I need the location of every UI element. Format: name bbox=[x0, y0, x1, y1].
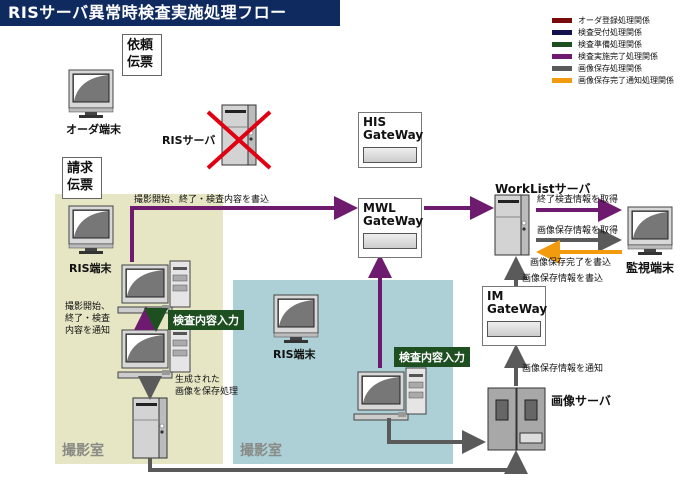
legend-label: オーダ登録処理関係 bbox=[578, 15, 650, 25]
ris-terminal-a-label: RIS端末 bbox=[69, 262, 112, 275]
legend-label: 検査受付処理関係 bbox=[578, 27, 642, 37]
room-a-label: 撮影室 bbox=[62, 443, 104, 459]
save-images-line: 生成された bbox=[175, 375, 221, 385]
claim-slip: 請求 伝票 bbox=[62, 157, 102, 199]
im-gateway: IM GateWay bbox=[482, 286, 548, 346]
gateway-device-icon bbox=[487, 321, 541, 337]
legend-label: 画像保存処理関係 bbox=[578, 63, 642, 73]
ris-terminal-b-icon bbox=[273, 294, 319, 344]
notify-exam-line: 終了・検査 bbox=[65, 314, 111, 324]
legend-label: 検査準備処理関係 bbox=[578, 39, 642, 49]
legend-swatch bbox=[552, 17, 572, 23]
legend-swatch bbox=[552, 77, 572, 83]
legend-swatch bbox=[552, 53, 572, 59]
room-b-label: 撮影室 bbox=[240, 443, 282, 459]
claim-slip-line: 伝票 bbox=[67, 178, 94, 193]
local-storage-tower-icon bbox=[132, 397, 168, 459]
modality-pc-upper-icon bbox=[117, 260, 191, 314]
mwl-gateway-title: MWL bbox=[363, 201, 396, 215]
ris-terminal-b-label: RIS端末 bbox=[273, 348, 316, 361]
legend-swatch bbox=[552, 65, 572, 71]
mwl-gateway-subtitle: GateWay bbox=[363, 214, 424, 228]
save-images-line: 画像を保存処理 bbox=[175, 387, 239, 397]
ris-server-label: RISサーバ bbox=[162, 134, 216, 147]
legend-swatch bbox=[552, 41, 572, 47]
legend-item: 検査準備処理関係 bbox=[552, 38, 674, 50]
failure-cross-icon bbox=[206, 110, 272, 170]
im-gateway-title: IM bbox=[487, 289, 504, 303]
im-gateway-subtitle: GateWay bbox=[487, 302, 548, 316]
notify-exam-line: 撮影開始、 bbox=[65, 302, 111, 312]
gateway-device-icon bbox=[363, 147, 417, 163]
his-gateway: HIS GateWay bbox=[358, 112, 424, 168]
order-terminal-icon bbox=[68, 69, 114, 119]
request-slip-line: 依頼 bbox=[127, 38, 154, 53]
his-gateway-subtitle: GateWay bbox=[363, 128, 424, 142]
monitor-terminal-icon bbox=[627, 206, 673, 256]
get-finished-label: 終了検査情報を取得 bbox=[537, 195, 619, 205]
request-slip: 依頼 伝票 bbox=[122, 34, 162, 76]
write-exam-arrow bbox=[130, 196, 358, 262]
ris-terminal-a-icon bbox=[68, 205, 114, 255]
notify-exam-line: 内容を通知 bbox=[65, 326, 111, 336]
notify-exam-label: 撮影開始、 終了・検査 内容を通知 bbox=[65, 301, 110, 337]
monitor-terminal-label: 監視端末 bbox=[626, 261, 675, 275]
legend-item: 検査実施完了処理関係 bbox=[552, 50, 674, 62]
legend: オーダ登録処理関係 検査受付処理関係 検査準備処理関係 検査実施完了処理関係 画… bbox=[552, 14, 674, 86]
notify-image-info-label: 画像保存情報を通知 bbox=[522, 364, 604, 374]
page-title: RISサーバ異常時検査実施処理フロー bbox=[0, 0, 340, 26]
write-exam-label: 撮影開始、終了・検査内容を書込 bbox=[134, 195, 270, 205]
exam-input-badge-a: 検査内容入力 bbox=[168, 310, 244, 330]
get-image-info-label: 画像保存情報を取得 bbox=[537, 226, 619, 236]
order-terminal-label: オーダ端末 bbox=[66, 123, 121, 136]
legend-item: オーダ登録処理関係 bbox=[552, 14, 674, 26]
claim-slip-line: 請求 bbox=[67, 161, 94, 176]
legend-label: 画像保存完了通知処理関係 bbox=[578, 75, 674, 85]
modality-pc-lower-icon bbox=[117, 325, 191, 379]
mwl-gateway: MWL GateWay bbox=[358, 198, 424, 258]
exam-input-badge-b: 検査内容入力 bbox=[394, 347, 470, 367]
worklist-server-label: WorkListサーバ bbox=[495, 182, 591, 196]
image-server-icon bbox=[487, 387, 546, 451]
modality-b-to-image-server-arrow bbox=[387, 418, 486, 454]
legend-item: 画像保存処理関係 bbox=[552, 62, 674, 74]
modality-pc-b-icon bbox=[353, 367, 427, 421]
legend-swatch bbox=[552, 29, 572, 35]
write-save-complete-label: 画像保存完了を書込 bbox=[530, 258, 612, 268]
save-images-label: 生成された 画像を保存処理 bbox=[175, 374, 238, 398]
his-gateway-title: HIS bbox=[363, 115, 387, 129]
legend-item: 検査受付処理関係 bbox=[552, 26, 674, 38]
write-image-info-label: 画像保存情報を書込 bbox=[522, 274, 604, 284]
ris-server-icon bbox=[221, 104, 257, 166]
request-slip-line: 伝票 bbox=[127, 55, 154, 70]
gateway-device-icon bbox=[363, 233, 417, 249]
legend-item: 画像保存完了通知処理関係 bbox=[552, 74, 674, 86]
local-to-image-server-arrow bbox=[148, 450, 528, 474]
legend-label: 検査実施完了処理関係 bbox=[578, 51, 658, 61]
image-server-label: 画像サーバ bbox=[551, 394, 611, 408]
worklist-server-icon bbox=[494, 194, 530, 256]
